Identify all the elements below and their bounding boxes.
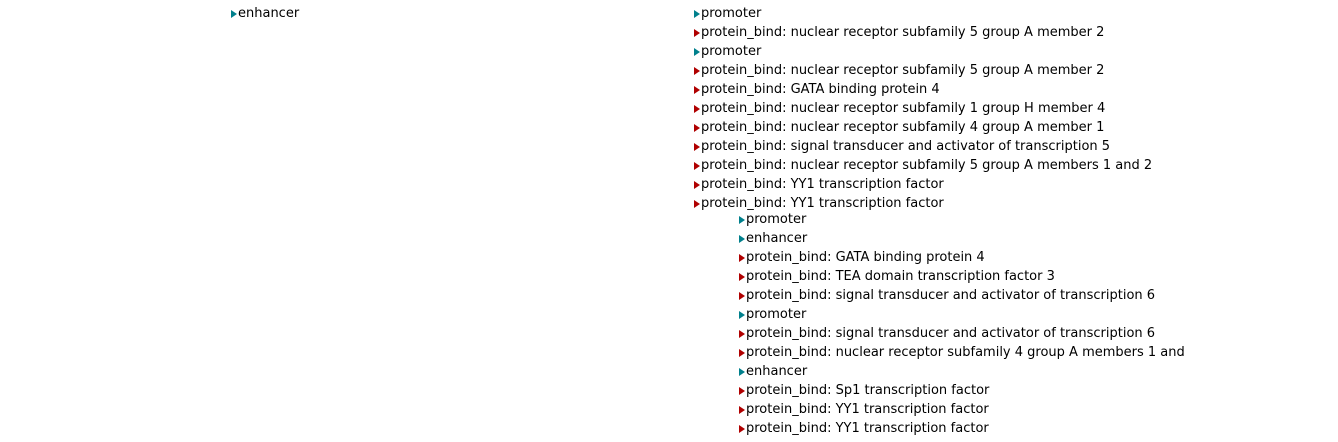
arrowhead-right-icon <box>739 291 745 300</box>
arrowhead-right-icon <box>231 9 237 18</box>
feature-label-text: protein_bind: GATA binding protein 4 <box>746 250 985 265</box>
feature-row[interactable]: protein_bind: nuclear receptor subfamily… <box>694 23 1152 42</box>
feature-label-text: protein_bind: nuclear receptor subfamily… <box>746 345 1185 360</box>
feature-label-text: protein_bind: GATA binding protein 4 <box>701 82 940 97</box>
arrowhead-right-icon <box>694 142 700 151</box>
feature-row[interactable]: enhancer <box>739 362 1185 381</box>
feature-label-text: protein_bind: YY1 transcription factor <box>701 196 944 211</box>
feature-row[interactable]: protein_bind: nuclear receptor subfamily… <box>694 118 1152 137</box>
feature-label-text: protein_bind: nuclear receptor subfamily… <box>701 25 1105 40</box>
arrowhead-right-icon <box>694 66 700 75</box>
feature-row[interactable]: enhancer <box>231 4 299 23</box>
feature-cluster-1: promoter protein_bind: nuclear receptor … <box>694 4 1152 213</box>
feature-label-text: protein_bind: signal transducer and acti… <box>746 288 1156 303</box>
feature-label-text: protein_bind: nuclear receptor subfamily… <box>701 101 1106 116</box>
feature-row[interactable]: protein_bind: YY1 transcription factor <box>739 419 1185 438</box>
arrowhead-right-icon <box>739 215 745 224</box>
feature-label-text: promoter <box>746 212 807 227</box>
arrowhead-right-icon <box>739 367 745 376</box>
feature-label-text: protein_bind: nuclear receptor subfamily… <box>701 120 1105 135</box>
feature-row[interactable]: protein_bind: YY1 transcription factor <box>694 194 1152 213</box>
feature-label-text: enhancer <box>746 364 808 379</box>
feature-label-text: promoter <box>746 307 807 322</box>
arrowhead-right-icon <box>739 234 745 243</box>
feature-row[interactable]: protein_bind: YY1 transcription factor <box>694 175 1152 194</box>
feature-row[interactable]: promoter <box>694 42 1152 61</box>
feature-row[interactable]: protein_bind: TEA domain transcription f… <box>739 267 1185 286</box>
feature-cluster-2: promoter enhancer protein_bind: GATA bin… <box>739 210 1185 438</box>
arrowhead-right-icon <box>739 386 745 395</box>
feature-row[interactable]: protein_bind: nuclear receptor subfamily… <box>739 343 1185 362</box>
feature-row[interactable]: protein_bind: GATA binding protein 4 <box>739 248 1185 267</box>
feature-row[interactable]: protein_bind: GATA binding protein 4 <box>694 80 1152 99</box>
feature-row[interactable]: enhancer <box>739 229 1185 248</box>
arrowhead-right-icon <box>694 180 700 189</box>
arrowhead-right-icon <box>739 272 745 281</box>
feature-label-text: enhancer <box>238 6 300 21</box>
arrowhead-right-icon <box>739 405 745 414</box>
feature-label-text: protein_bind: YY1 transcription factor <box>746 402 989 417</box>
arrowhead-right-icon <box>694 9 700 18</box>
arrowhead-right-icon <box>694 28 700 37</box>
feature-label-text: promoter <box>701 44 762 59</box>
feature-label-text: protein_bind: Sp1 transcription factor <box>746 383 990 398</box>
feature-label-text: protein_bind: YY1 transcription factor <box>746 421 989 436</box>
arrowhead-right-icon <box>694 85 700 94</box>
feature-row[interactable]: protein_bind: signal transducer and acti… <box>739 286 1185 305</box>
arrowhead-right-icon <box>739 424 745 433</box>
feature-row[interactable]: promoter <box>739 305 1185 324</box>
feature-cluster-left: enhancer <box>231 4 299 23</box>
arrowhead-right-icon <box>694 104 700 113</box>
feature-row[interactable]: protein_bind: signal transducer and acti… <box>694 137 1152 156</box>
feature-row[interactable]: promoter <box>739 210 1185 229</box>
arrowhead-right-icon <box>694 161 700 170</box>
feature-label-text: protein_bind: signal transducer and acti… <box>746 326 1156 341</box>
feature-row[interactable]: protein_bind: nuclear receptor subfamily… <box>694 61 1152 80</box>
arrowhead-right-icon <box>739 310 745 319</box>
arrowhead-right-icon <box>739 253 745 262</box>
feature-label-text: protein_bind: YY1 transcription factor <box>701 177 944 192</box>
feature-row[interactable]: protein_bind: nuclear receptor subfamily… <box>694 156 1152 175</box>
feature-row[interactable]: protein_bind: YY1 transcription factor <box>739 400 1185 419</box>
feature-label-text: protein_bind: signal transducer and acti… <box>701 139 1111 154</box>
arrowhead-right-icon <box>694 47 700 56</box>
arrowhead-right-icon <box>694 123 700 132</box>
feature-label-text: promoter <box>701 6 762 21</box>
feature-label-text: protein_bind: TEA domain transcription f… <box>746 269 1055 284</box>
feature-row[interactable]: protein_bind: nuclear receptor subfamily… <box>694 99 1152 118</box>
feature-label-text: protein_bind: nuclear receptor subfamily… <box>701 63 1105 78</box>
feature-row[interactable]: promoter <box>694 4 1152 23</box>
feature-row[interactable]: protein_bind: Sp1 transcription factor <box>739 381 1185 400</box>
feature-row[interactable]: protein_bind: signal transducer and acti… <box>739 324 1185 343</box>
feature-label-text: protein_bind: nuclear receptor subfamily… <box>701 158 1153 173</box>
arrowhead-right-icon <box>694 199 700 208</box>
arrowhead-right-icon <box>739 329 745 338</box>
arrowhead-right-icon <box>739 348 745 357</box>
feature-label-text: enhancer <box>746 231 808 246</box>
